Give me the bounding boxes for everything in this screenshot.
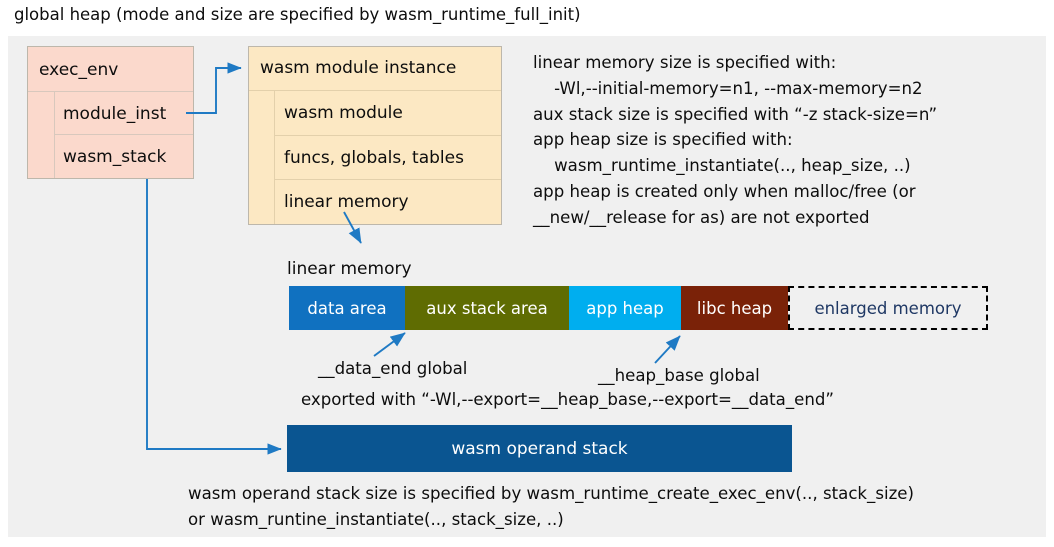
page-title: global heap (mode and size are specified…	[14, 5, 581, 24]
linear-memory-row-label: linear memory	[284, 192, 409, 212]
wasm-module-label: wasm module	[284, 103, 403, 123]
module-inst-label: module_inst	[63, 104, 167, 124]
row-funcs-globals-tables	[275, 136, 501, 180]
operand-stack-note: wasm operand stack size is specified by …	[188, 484, 914, 529]
segment-data-area: data area	[289, 286, 405, 330]
linear-memory-caption: linear memory	[287, 259, 412, 279]
row-linear-memory	[275, 180, 501, 224]
annotation-data-end: __data_end global	[318, 359, 468, 378]
wasm-module-instance-gutter	[249, 91, 275, 224]
segment-aux-stack-area: aux stack area	[405, 286, 569, 330]
funcs-globals-tables-label: funcs, globals, tables	[284, 148, 464, 168]
annotation-exported-with: exported with “-Wl,--export=__heap_base,…	[301, 390, 834, 409]
notes-text: linear memory size is specified with: -W…	[533, 53, 938, 227]
row-wasm-module	[275, 91, 501, 136]
segment-enlarged-memory: enlarged memory	[788, 286, 988, 330]
wasm-module-instance-label: wasm module instance	[260, 58, 457, 78]
wasm-stack-label: wasm_stack	[63, 147, 167, 167]
wasm-operand-stack-bar: wasm operand stack	[287, 425, 792, 472]
segment-libc-heap: libc heap	[681, 286, 788, 330]
exec-env-row-module-inst	[55, 92, 193, 135]
segment-app-heap: app heap	[569, 286, 681, 330]
wasm-module-instance-header	[249, 47, 501, 91]
exec-env-row-wasm-stack	[55, 135, 193, 178]
exec-env-gutter	[28, 92, 55, 178]
exec-env-header	[28, 47, 193, 92]
exec-env-label: exec_env	[39, 60, 119, 80]
annotation-heap-base: __heap_base global	[598, 366, 760, 385]
